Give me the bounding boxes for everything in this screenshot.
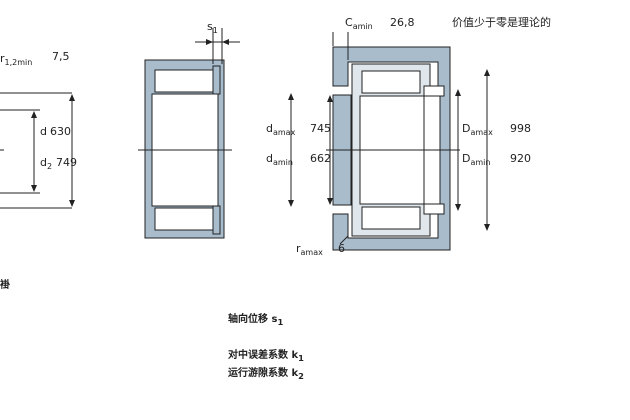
left-dimension-view: r1,2min 7,5 d 630 d2 749 — [0, 50, 77, 209]
running-text: 运行游隙系数 k — [228, 368, 299, 379]
running-sub: 2 — [298, 371, 304, 381]
damin-value: 662 — [310, 152, 331, 165]
d-arrow-bottom — [31, 185, 37, 192]
Damin-arrow-top — [455, 89, 461, 96]
d2-arrow-top — [69, 94, 75, 101]
housing-section — [332, 46, 451, 251]
ramax-value: 6 — [338, 242, 345, 255]
Damin-value: 920 — [510, 152, 531, 165]
damax-label: damax — [266, 122, 296, 137]
s1-label: s1 — [207, 20, 218, 35]
axial-sub: 1 — [277, 317, 284, 327]
axial-displacement-label: 轴向位移 s1 — [228, 310, 283, 327]
misalign-text: 对中误差系数 k — [228, 350, 299, 361]
damin-label: damin — [266, 152, 293, 167]
cmin-label: Camin — [345, 16, 373, 31]
d2-value: 749 — [56, 156, 77, 169]
Damin-label: Damin — [462, 152, 490, 167]
Damax-value: 998 — [510, 122, 531, 135]
misalignment-factor-label: 对中误差系数 k1 — [228, 346, 304, 363]
upper-roller — [154, 69, 214, 93]
d2-label: d2 — [40, 156, 52, 171]
locking-nut-upper — [423, 85, 445, 97]
s1-arrow-right — [222, 39, 229, 45]
ramax-leader — [339, 235, 349, 245]
damin-arrow-top — [288, 93, 294, 100]
Damax-arrow-bottom — [484, 224, 490, 231]
d-arrow-top — [31, 111, 37, 118]
r12min-value: 7,5 — [52, 50, 70, 63]
locking-nut-lower — [423, 203, 445, 215]
running-clearance-factor-label: 运行游隙系数 k2 — [228, 364, 304, 381]
damax-value: 745 — [310, 122, 331, 135]
mounted-lower-roller — [361, 206, 421, 230]
r12min-label: r1,2min — [0, 52, 32, 67]
lower-roller — [154, 207, 214, 231]
bearing-section-view: s1 — [138, 20, 240, 239]
upper-rib — [212, 65, 221, 95]
left-fragment-text: 褂 — [0, 280, 10, 291]
zero-note: 价值少于零是理论的 — [452, 15, 551, 29]
cmin-value: 26,8 — [390, 16, 415, 29]
Damax-label: Damax — [462, 122, 493, 137]
d2-arrow-bottom — [69, 200, 75, 207]
mounted-upper-roller — [361, 70, 421, 94]
s1-arrow-left — [206, 39, 213, 45]
Damin-arrow-bottom — [455, 204, 461, 211]
Damax-arrow-top — [484, 69, 490, 76]
damax-arrow-bottom — [327, 198, 333, 205]
d-label: d — [40, 125, 47, 138]
mounted-bearing-view: Camin 26,8 价值少于零是理论的 damax 745 damin 662… — [266, 15, 551, 257]
damax-arrow-top — [327, 95, 333, 102]
ramax-label: ramax — [296, 242, 323, 257]
lower-rib — [212, 205, 221, 235]
axial-text: 轴向位移 s — [228, 314, 278, 325]
damin-arrow-bottom — [288, 200, 294, 207]
d-value: 630 — [50, 125, 71, 138]
misalign-sub: 1 — [298, 353, 304, 363]
